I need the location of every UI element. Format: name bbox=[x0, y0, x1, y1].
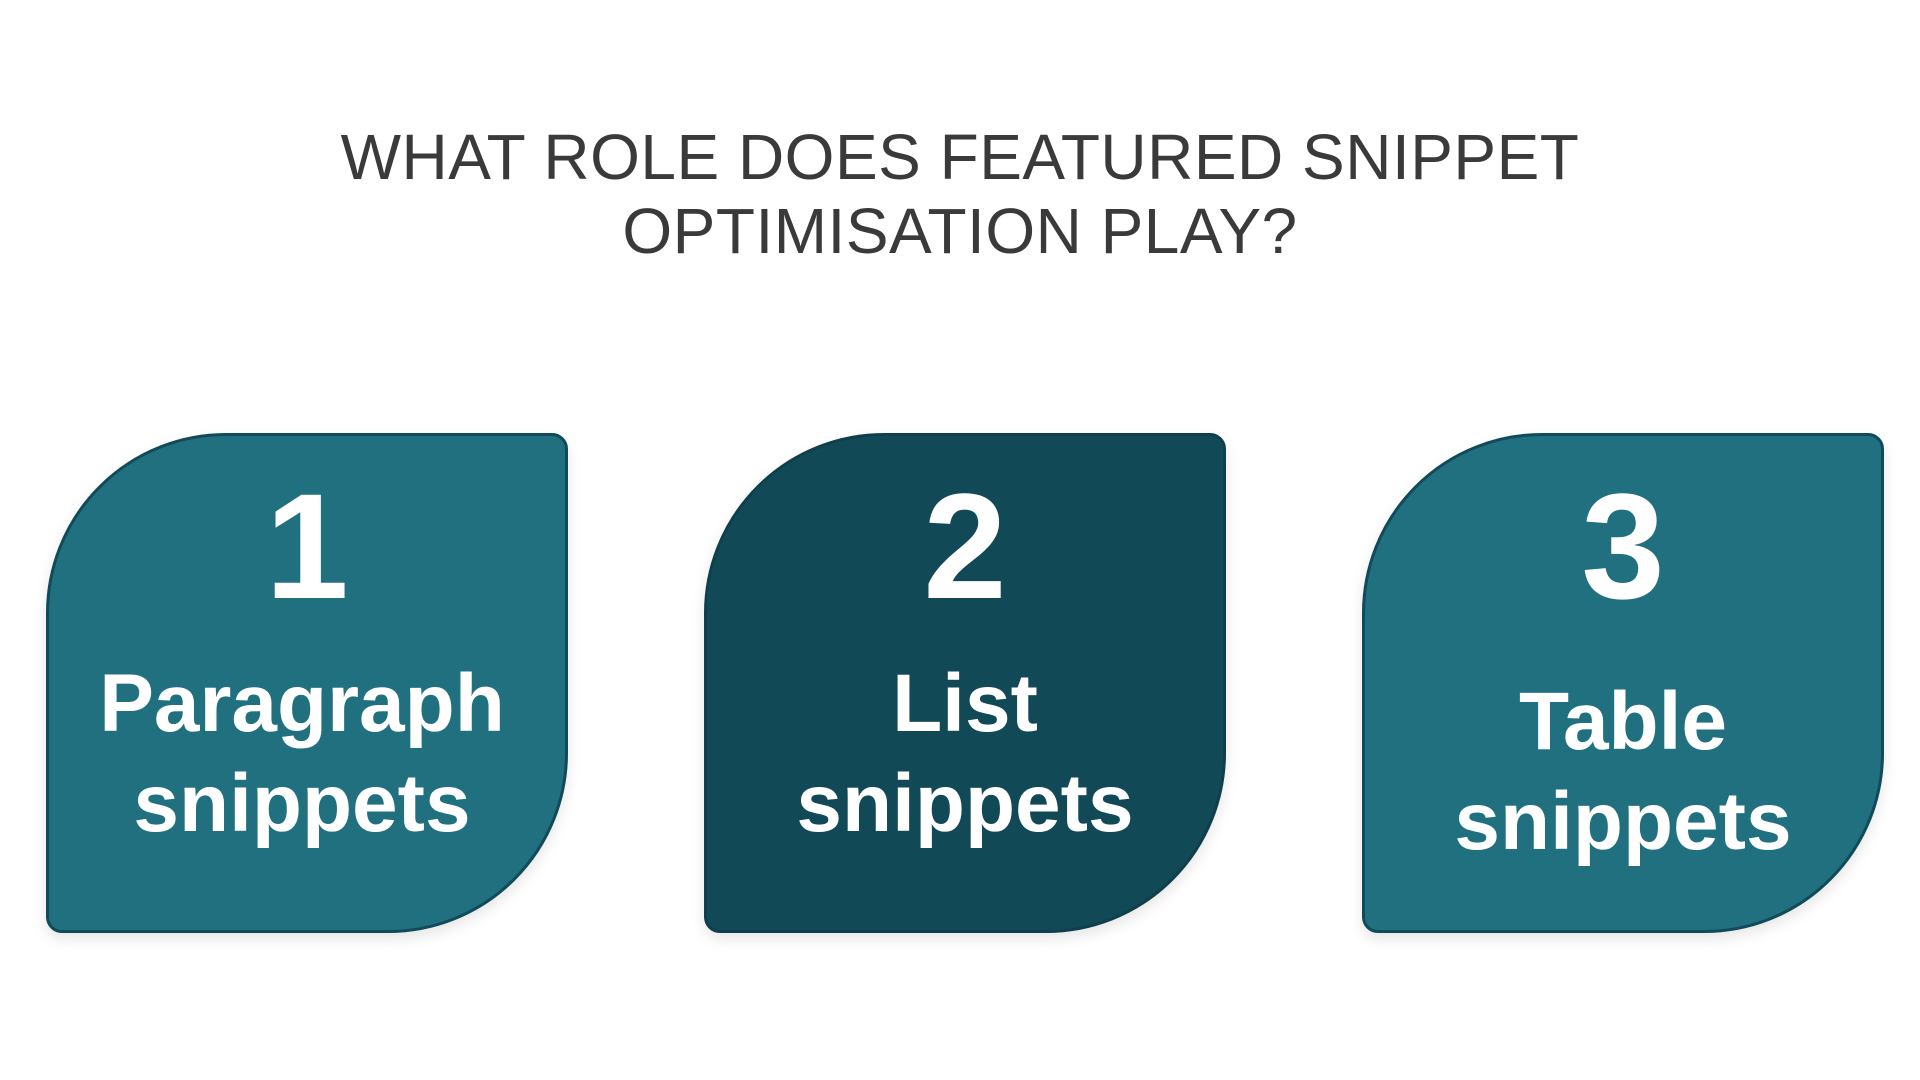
card-label-line-2: snippets bbox=[133, 758, 471, 849]
card-paragraph-snippets: 1 Paragraph snippets bbox=[46, 433, 568, 933]
card-list-snippets: 2 List snippets bbox=[704, 433, 1226, 933]
card-label-line-1: Table bbox=[1518, 676, 1728, 767]
card-number: 2 bbox=[923, 462, 1007, 630]
card-label-line-2: snippets bbox=[1454, 776, 1792, 867]
card-label: Paragraph snippets bbox=[39, 654, 565, 854]
card-label-line-2: snippets bbox=[796, 758, 1134, 849]
card-table-snippets: 3 Table snippets bbox=[1362, 433, 1884, 933]
card-number: 3 bbox=[1581, 462, 1665, 630]
card-label: Table snippets bbox=[1365, 672, 1881, 872]
card-number: 1 bbox=[265, 462, 349, 630]
card-label: List snippets bbox=[707, 654, 1223, 854]
title-line-1: WHAT ROLE DOES FEATURED SNIPPET bbox=[340, 121, 1580, 193]
page-title: WHAT ROLE DOES FEATURED SNIPPET OPTIMISA… bbox=[0, 120, 1920, 268]
card-label-line-1: Paragraph bbox=[99, 658, 505, 749]
card-label-line-1: List bbox=[892, 658, 1038, 749]
title-line-2: OPTIMISATION PLAY? bbox=[622, 195, 1298, 267]
